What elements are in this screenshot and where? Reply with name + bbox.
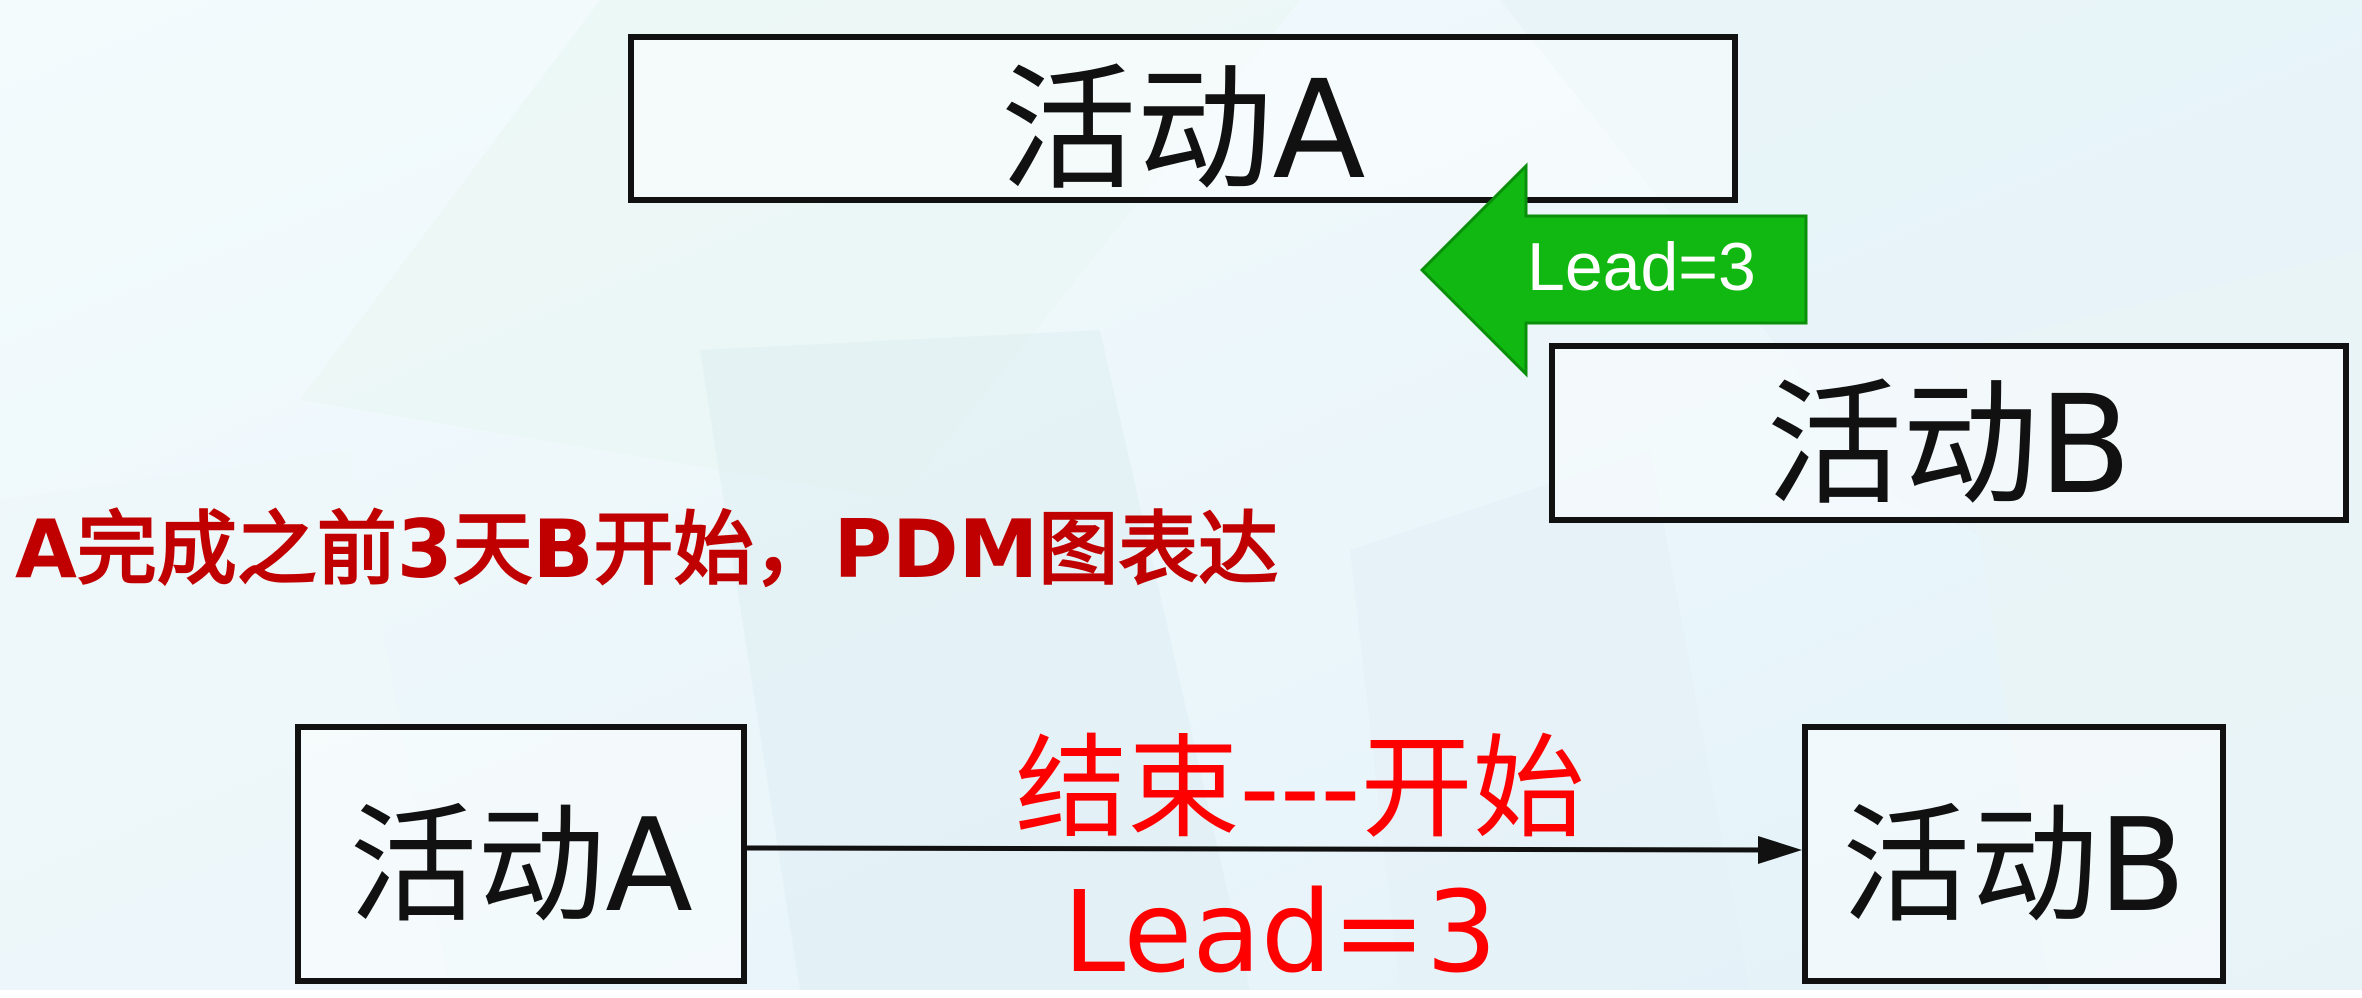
activity-a-box-top: 活动A bbox=[628, 34, 1738, 210]
activity-b-label-bottom: 活动B bbox=[1842, 791, 2186, 941]
activity-b-box-top: 活动B bbox=[1549, 343, 2349, 525]
lead-arrow-label: Lead=3 bbox=[1527, 229, 1756, 305]
lead-label: Lead=3 bbox=[1062, 868, 1498, 998]
activity-a-label-top: 活动A bbox=[1000, 52, 1366, 210]
activity-b-label-top: 活动B bbox=[1766, 366, 2132, 525]
activity-b-box-bottom: 活动B bbox=[1802, 724, 2226, 984]
relation-label: 结束---开始 bbox=[1015, 724, 1585, 854]
diagram-title: A完成之前3天B开始，PDM图表达 bbox=[15, 503, 1279, 596]
activity-a-box-bottom: 活动A bbox=[295, 724, 747, 984]
activity-a-label-bottom: 活动A bbox=[349, 791, 693, 941]
